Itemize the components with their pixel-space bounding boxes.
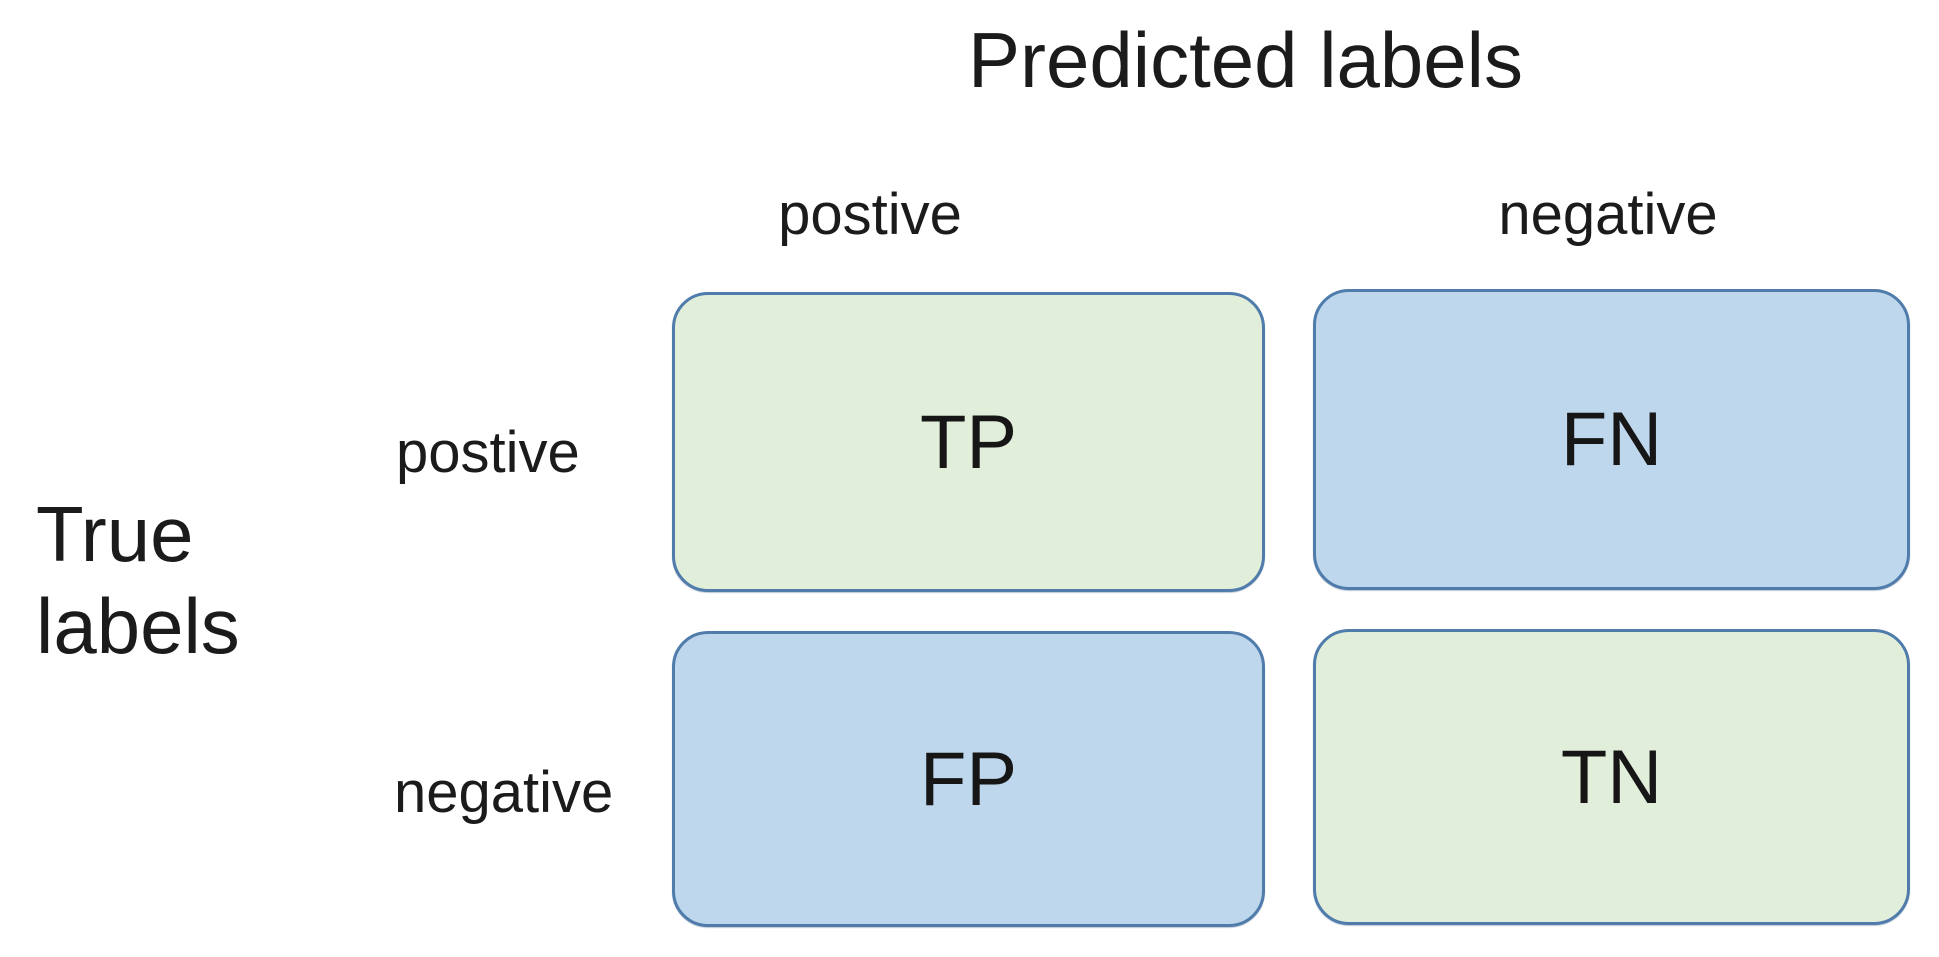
row-header-positive: postive [396,420,580,485]
cell-false-positive-label: FP [919,736,1018,822]
row-header-negative: negative [394,760,614,825]
column-header-negative: negative [1498,182,1718,247]
cell-true-negative: TN [1313,629,1910,925]
cell-true-negative-label: TN [1560,734,1663,820]
cell-false-negative-label: FN [1560,397,1663,482]
cell-false-positive: FP [672,631,1265,927]
true-labels-line1: True [36,490,194,578]
true-labels-axis-title: True labels [36,488,240,672]
true-labels-line2: labels [36,582,240,671]
cell-true-positive-label: TP [919,399,1018,485]
cell-false-negative: FN [1313,289,1910,590]
cell-true-positive: TP [672,292,1265,592]
column-header-positive: postive [778,182,962,247]
predicted-labels-title: Predicted labels [968,16,1523,104]
